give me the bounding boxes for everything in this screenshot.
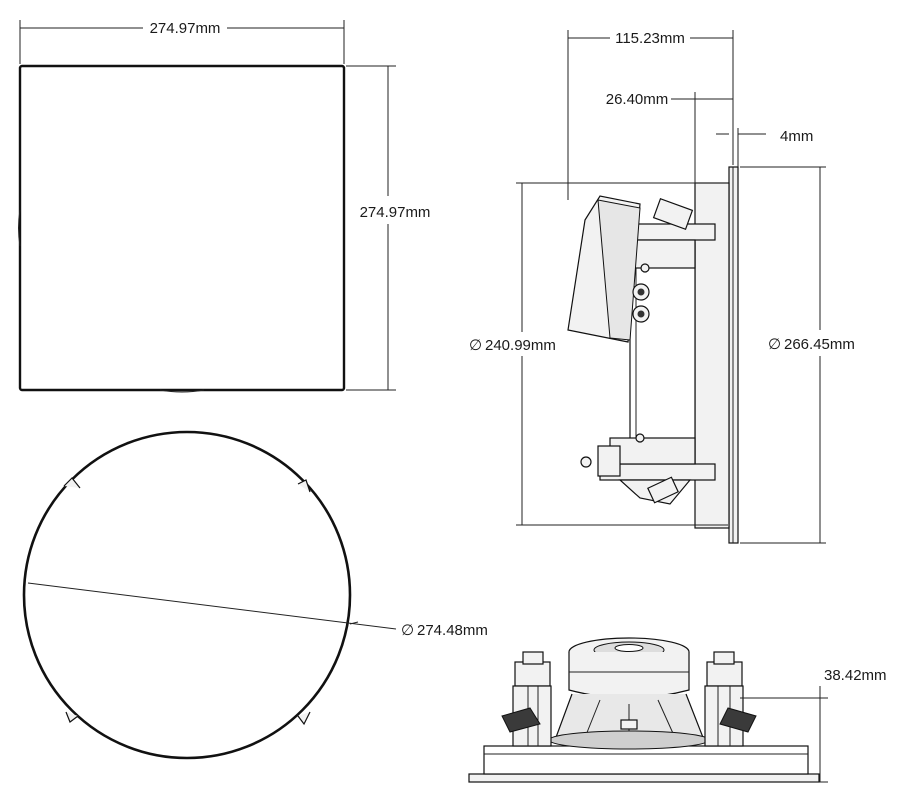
cutout-diameter-label: 240.99mm bbox=[485, 337, 556, 354]
square-grille-view bbox=[18, 64, 346, 393]
side-depth-dimension: 115.23mm bbox=[567, 30, 734, 200]
bottom-profile-dimension: 38.42mm bbox=[740, 667, 887, 783]
square-width-label: 274.97mm bbox=[150, 20, 221, 37]
side-profile-view bbox=[567, 166, 739, 544]
grille-diameter-symbol: ∅ bbox=[768, 336, 781, 353]
bottom-profile-view bbox=[468, 637, 820, 783]
bottom-profile-label: 38.42mm bbox=[824, 667, 887, 684]
round-diameter-symbol: ∅ bbox=[401, 622, 414, 639]
flange-thickness-dimension: 4mm bbox=[716, 128, 813, 167]
square-grille-outline bbox=[18, 64, 346, 392]
square-height-label: 274.97mm bbox=[360, 204, 431, 221]
side-depth-label: 115.23mm bbox=[615, 30, 685, 47]
cutout-diameter-dimension: ∅ 240.99mm bbox=[469, 182, 728, 526]
round-grille-view bbox=[22, 430, 397, 760]
square-height-dimension: 274.97mm bbox=[346, 65, 431, 391]
side-offset-dimension: 26.40mm bbox=[606, 91, 733, 183]
round-diameter-label: 274.48mm bbox=[417, 622, 488, 639]
cutout-diameter-symbol: ∅ bbox=[469, 337, 482, 354]
round-grille-outline bbox=[22, 430, 352, 760]
square-width-dimension: 274.97mm bbox=[19, 20, 345, 64]
grille-diameter-dimension: ∅ 266.45mm bbox=[740, 166, 855, 544]
grille-diameter-label: 266.45mm bbox=[784, 336, 855, 353]
flange-thickness-label: 4mm bbox=[780, 128, 813, 145]
side-offset-label: 26.40mm bbox=[606, 91, 669, 108]
